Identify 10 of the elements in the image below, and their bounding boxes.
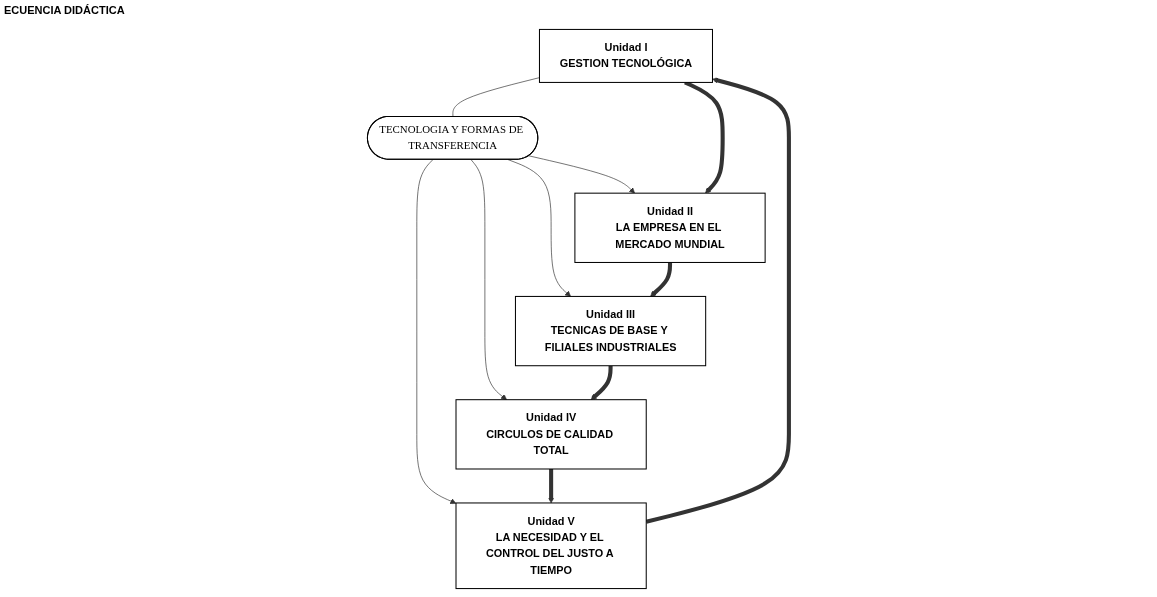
arrow [548,469,555,504]
node-box: Unidad V LA NECESIDAD Y EL CONTROL DEL JUSTO A TIEMPO [455,502,648,590]
node-box: Unidad II LA EMPRESA EN EL MERCADO MUNDIAL [574,192,766,263]
arrow [646,77,792,524]
diagram-title: ECUENCIA DIDÁCTICA [4,4,125,16]
node-box: Unidad IV CIRCULOS DE CALIDAD TOTAL [455,399,648,470]
node-box: Unidad III TECNICAS DE BASE Y FILIALES INDUSTRIALES [515,295,707,367]
node-box: Unidad I GESTION TECNOLÓGICA [539,28,714,83]
arrow [650,262,673,297]
arrow [591,365,613,400]
